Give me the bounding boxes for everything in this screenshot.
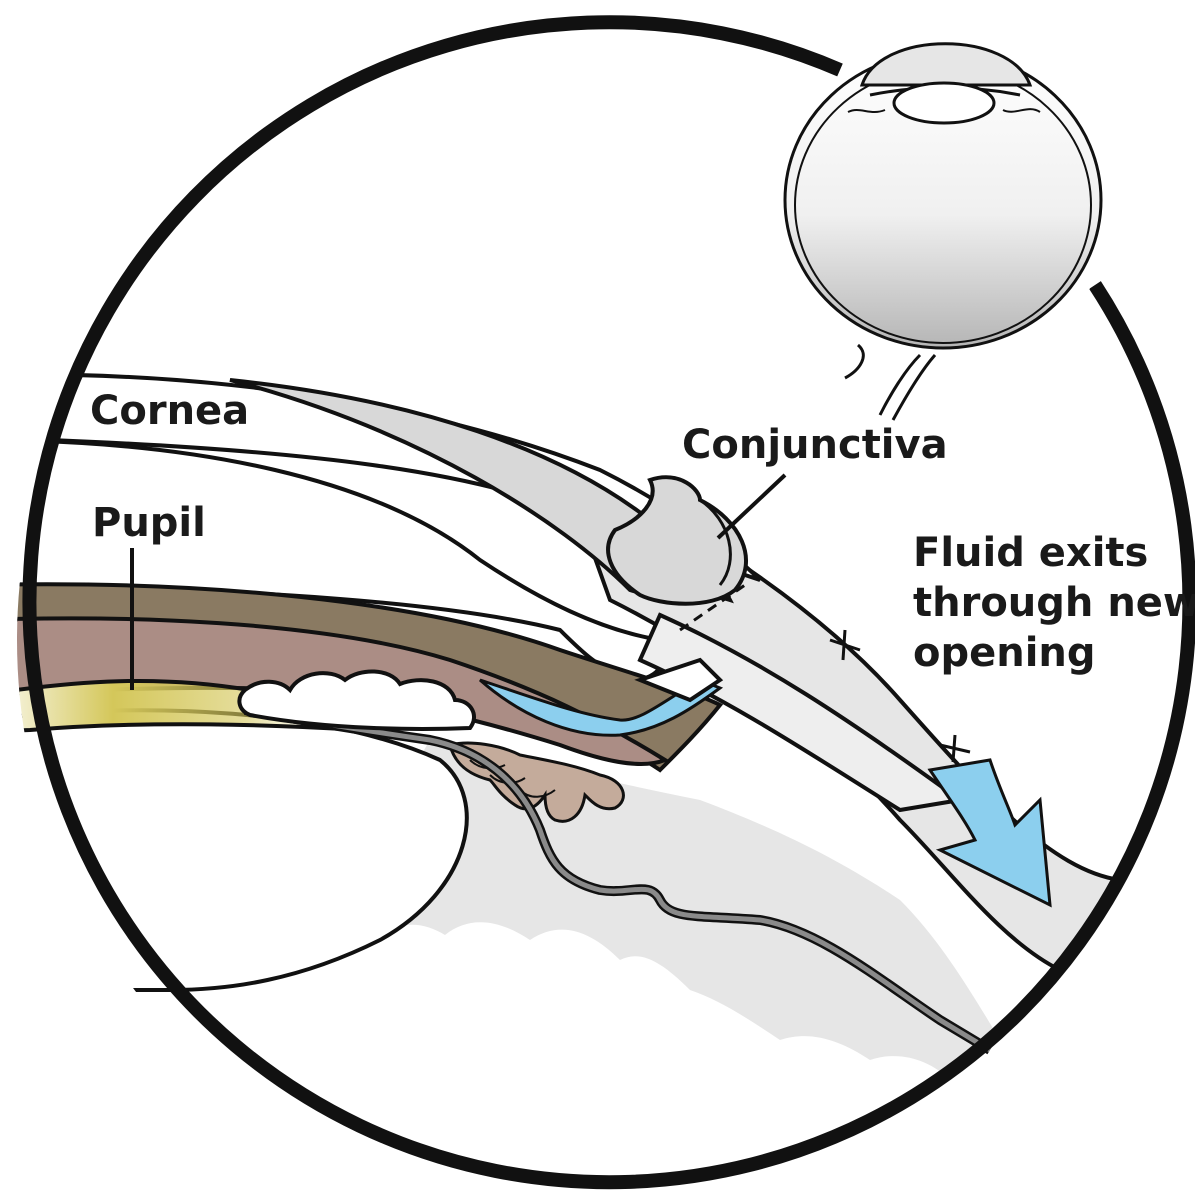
eye-globe-inset	[781, 44, 1105, 420]
globe-lens	[894, 83, 994, 123]
cornea-label: Cornea	[90, 388, 249, 434]
conjunctiva-leader-line	[718, 475, 785, 538]
fluid-label-line2: through new	[913, 580, 1195, 626]
fluid-label-line1: Fluid exits	[913, 530, 1148, 576]
fluid-label-line3: opening	[913, 630, 1096, 676]
pupil-label: Pupil	[92, 500, 206, 546]
globe-cornea	[862, 44, 1030, 85]
conjunctiva-label: Conjunctiva	[682, 422, 948, 468]
lens	[0, 710, 467, 990]
